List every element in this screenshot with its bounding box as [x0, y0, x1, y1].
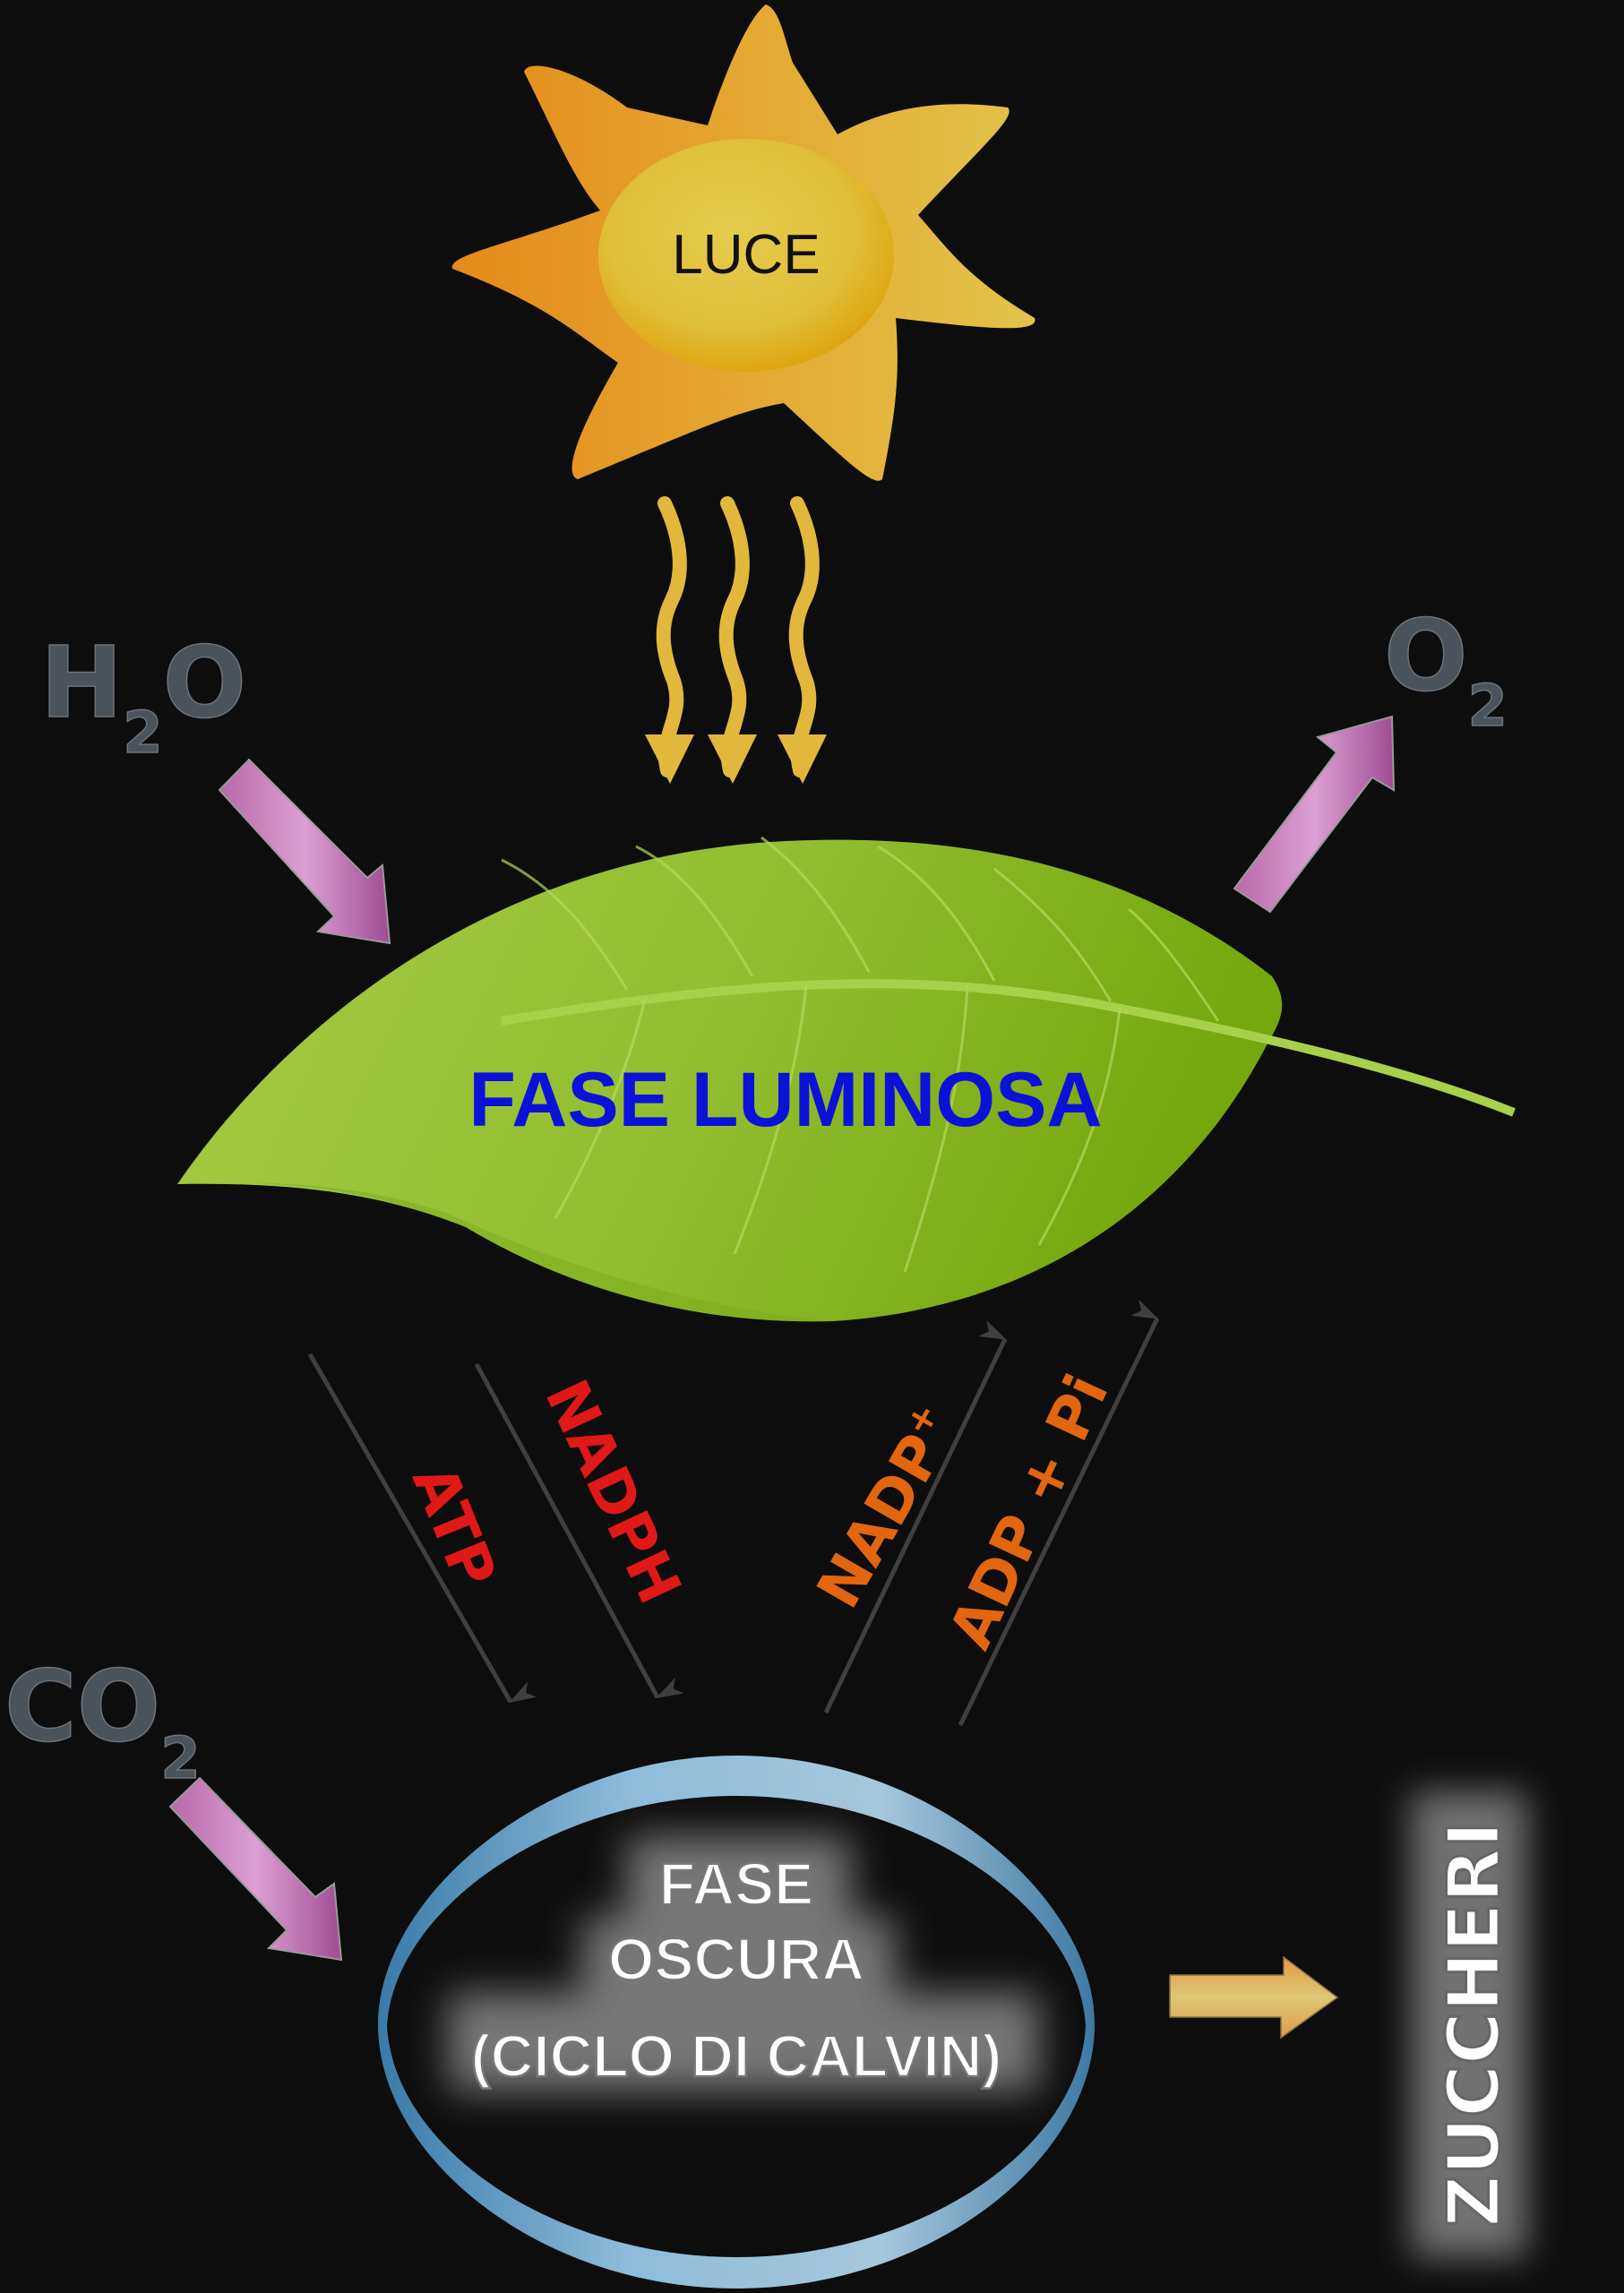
leaf-blade: [177, 839, 1283, 1322]
oxygen-sub: 2: [1468, 674, 1508, 740]
sun-icon: LUCE: [451, 4, 1035, 481]
adp-return-arrow: [958, 1299, 1160, 1727]
dark-phase-glow: [448, 1836, 1039, 2091]
sugar-label: ZUCCHERI: [1432, 1821, 1516, 2227]
light-ray-arrowhead: [645, 734, 694, 784]
oxygen-o: O: [1384, 598, 1468, 713]
water-o: O: [163, 625, 247, 740]
light-rays: [656, 496, 820, 777]
nadph-label: NADPH: [531, 1370, 694, 1613]
dark-phase-label: FASE OSCURA (CICLO DI CALVIN): [469, 1850, 1002, 2091]
sun-label: LUCE: [672, 224, 820, 286]
atp-label: ATP: [399, 1456, 510, 1597]
adp-pi-label: ADP + Pi: [936, 1364, 1122, 1658]
nadp-base: NADP: [803, 1422, 957, 1619]
light-ray-arrowhead: [778, 734, 827, 784]
leaf-light-phase: FASE LUMINOSA: [177, 836, 1516, 1322]
sugar-output-arrow: [1169, 1955, 1339, 2040]
sugar-glow: [1411, 1791, 1527, 2257]
water-molecule-label: H2O: [39, 624, 247, 768]
nadp-return-arrow: [823, 1319, 1008, 1714]
co2-sub: 2: [160, 1726, 201, 1792]
light-ray-arrow: [788, 496, 820, 777]
sun-core: [598, 139, 894, 372]
water-h: H: [40, 625, 123, 740]
svg-text:H2O: H2O: [40, 625, 246, 767]
nadph-transfer-arrow: [474, 1362, 684, 1699]
light-ray-arrowhead: [708, 734, 757, 784]
water-sub: 2: [123, 700, 163, 767]
dark-phase-line2: OSCURA: [608, 1926, 864, 1992]
atp-transfer-arrow: [307, 1353, 537, 1704]
svg-text:CO2: CO2: [4, 1649, 201, 1792]
oxygen-molecule-label: O2: [1383, 597, 1508, 741]
leaf-veins: [501, 836, 1220, 1273]
co2-base: CO: [4, 1649, 160, 1764]
svg-text:O2: O2: [1384, 598, 1508, 740]
water-input-arrow: [218, 758, 391, 945]
oxygen-output-arrow: [1233, 715, 1396, 914]
dark-phase-line1: FASE: [659, 1851, 813, 1917]
leaf-midrib: [501, 979, 1516, 1117]
light-phase-label: FASE LUMINOSA: [468, 1057, 1102, 1143]
carbon-dioxide-label: CO2: [4, 1648, 201, 1793]
light-ray-arrow: [718, 496, 750, 777]
dark-phase-line3: (CICLO DI CALVIN): [471, 2022, 1002, 2089]
co2-input-arrow: [168, 1776, 343, 1962]
light-ray-arrow: [656, 496, 687, 777]
